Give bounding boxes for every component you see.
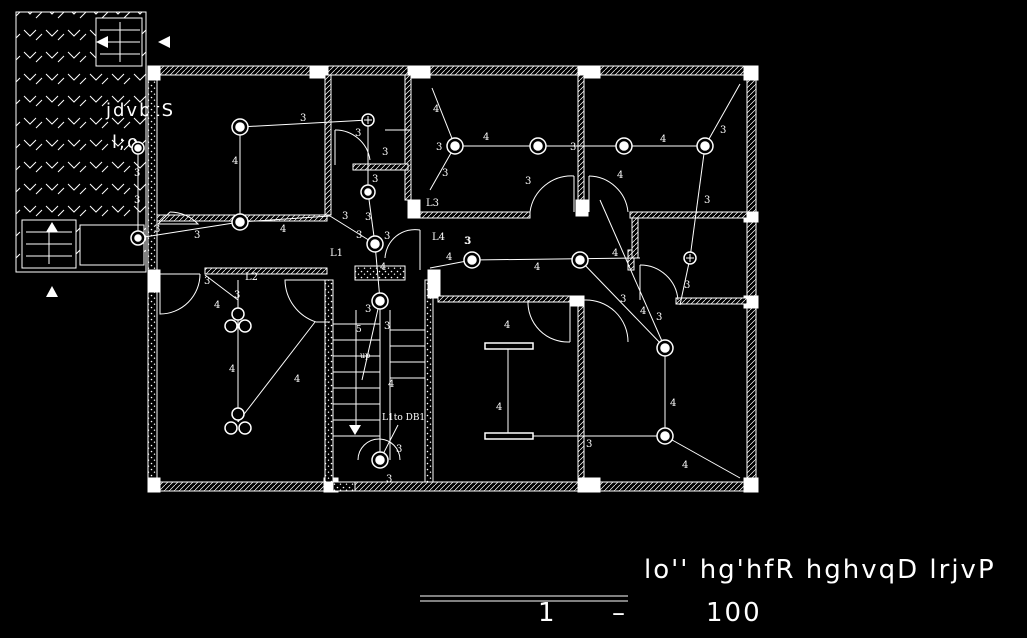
wire-label: 3: [464, 236, 470, 247]
drawing-title: lo'' hg'hfR hghvqD lrjvP: [644, 555, 996, 585]
scale-dash: –: [612, 598, 627, 628]
wire-label: 3: [586, 439, 592, 450]
wire-label: 3: [684, 280, 690, 291]
wire-label: 4: [388, 379, 394, 390]
ceiling-light-icon: [571, 251, 589, 269]
wire-label: 4: [433, 104, 439, 115]
wire-label: 3: [720, 125, 726, 136]
ceiling-light-icon: [656, 427, 674, 445]
exterior-walls: [147, 65, 759, 493]
wire-label: 4: [496, 402, 502, 413]
wire-label: 4: [534, 262, 540, 273]
arrow-left-icon: [96, 36, 108, 48]
arrow-markers: [46, 36, 361, 435]
wire-label: 4: [660, 134, 666, 145]
wire-label: 4: [670, 398, 676, 409]
ceiling-light-icon: [656, 339, 674, 357]
tube-light-icon: [484, 342, 534, 440]
circuit-label-l1: L1: [330, 248, 343, 259]
ceiling-light-icon: [231, 118, 249, 136]
ceiling-light-icon: [371, 451, 389, 469]
wire-label: 3: [365, 304, 371, 315]
ceiling-light-icon: [463, 251, 481, 269]
ceiling-light-icon: [615, 137, 633, 155]
stair-up-label: up: [360, 351, 370, 360]
scale-bar: [420, 595, 628, 602]
arrow-up-icon: [46, 222, 58, 232]
wire-label: 4: [280, 224, 286, 235]
wire-label: 3: [355, 128, 361, 139]
light-fixtures: [130, 113, 714, 469]
wire-label: 4: [612, 248, 618, 259]
wire-label: 3: [204, 276, 210, 287]
ceiling-light-icon: [696, 137, 714, 155]
wire-label: 4: [214, 300, 220, 311]
wire-label: 4: [446, 252, 452, 263]
arrow-left-icon: [158, 36, 170, 48]
socket-icon: [683, 251, 697, 265]
ceiling-light-icon: [130, 230, 146, 246]
wire-label: 3: [704, 195, 710, 206]
wire-label: 3: [234, 290, 240, 301]
wire-label: 4: [380, 262, 386, 273]
wire-label: 3: [134, 195, 140, 206]
circuit-label-l3: L3: [426, 198, 439, 209]
wire-label: 4: [640, 306, 646, 317]
wire-label: 4: [294, 374, 300, 385]
wire-label: 3: [465, 236, 471, 247]
ceiling-light-icon: [360, 184, 376, 200]
ceiling-light-icon: [366, 235, 384, 253]
ceiling-light-icon: [231, 213, 249, 231]
wire-label: 3: [154, 224, 160, 235]
wire-label-group: 3 4 3 3 3 3 3 3 3 4 4 3 3 3 4 3 4 3 3 3 …: [134, 104, 726, 485]
wire-label: 3: [372, 174, 378, 185]
wire-label: 3: [442, 168, 448, 179]
wire-label: 3: [386, 474, 392, 485]
wire-label: 3: [384, 321, 390, 332]
arrow-up-icon: [46, 286, 58, 297]
ceiling-light-icon: [446, 137, 464, 155]
wire-label: 3: [382, 147, 388, 158]
wire-label: 3: [356, 230, 362, 241]
wire-label: 3: [436, 142, 442, 153]
chandelier-icon: [224, 307, 252, 435]
wire-label: 3: [570, 142, 576, 153]
stair-number: 5: [356, 325, 362, 335]
wire-label: 3: [342, 211, 348, 222]
side-label-1: jdvbtS: [105, 100, 175, 121]
circuit-label-db: L1to DB1: [382, 413, 425, 423]
interior-walls: [156, 74, 748, 492]
terrace-block: [15, 11, 147, 273]
wire-label: 4: [617, 170, 623, 181]
wire-label: 3: [365, 212, 371, 223]
wire-label: 4: [229, 364, 235, 375]
doors: [157, 129, 679, 461]
scale-left: 1: [538, 598, 557, 628]
wire-label: 3: [300, 113, 306, 124]
ceiling-light-icon: [131, 141, 145, 155]
circuit-label-l4: L4: [432, 232, 445, 243]
wire-label: 3: [396, 444, 402, 455]
ceiling-light-icon: [371, 292, 389, 310]
wiring: [137, 83, 741, 479]
wire-label: 4: [504, 320, 510, 331]
staircase: [333, 310, 425, 460]
arrow-down-icon: [349, 425, 361, 435]
wire-label: 4: [682, 460, 688, 471]
scale-right: 100: [706, 598, 762, 628]
wire-label: 4: [232, 156, 238, 167]
wire-label: 4: [483, 132, 489, 143]
wire-label: 3: [620, 294, 626, 305]
ceiling-light-icon: [529, 137, 547, 155]
wire-label: 3: [194, 230, 200, 241]
wire-label: 3: [656, 312, 662, 323]
socket-icon: [361, 113, 375, 127]
wire-label: 3: [134, 168, 140, 179]
wire-label: 3: [384, 231, 390, 242]
circuit-label-l2: L2: [245, 272, 258, 283]
wire-label: 3: [525, 176, 531, 187]
